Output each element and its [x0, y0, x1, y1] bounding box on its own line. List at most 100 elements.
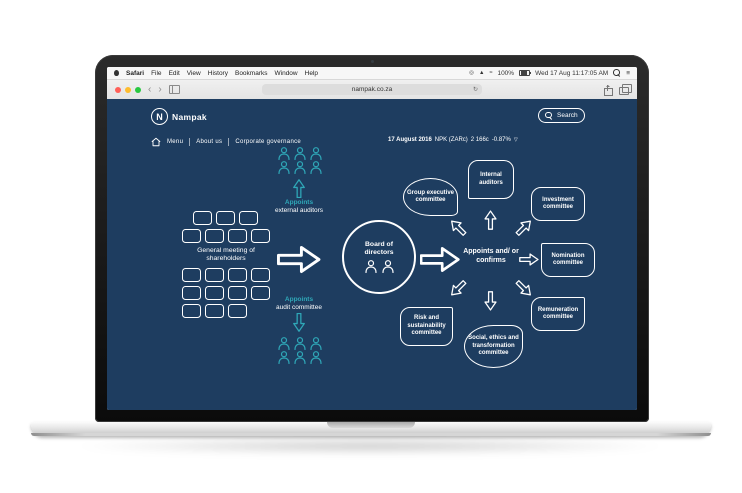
- notification-center-icon[interactable]: ≡: [626, 69, 630, 77]
- ticker-change: -0.87%: [491, 137, 511, 143]
- nav-item-about-us[interactable]: About us: [196, 139, 223, 145]
- nampak-logo-wordmark: Nampak: [172, 111, 207, 122]
- menubar-item-edit[interactable]: Edit: [168, 69, 180, 77]
- menubar-item-window[interactable]: Window: [274, 69, 298, 77]
- person-icon: [278, 337, 290, 350]
- status-icon-1[interactable]: ◎: [469, 70, 474, 76]
- spotlight-icon[interactable]: [613, 69, 621, 77]
- laptop-bezel: Safari File Edit View History Bookmarks …: [95, 55, 649, 422]
- browser-toolbar: ‹ › nampak.co.za ↻: [107, 80, 637, 100]
- ticker-price: 2 166c: [470, 137, 489, 143]
- shareholder-square: [251, 285, 270, 300]
- committee-internal-auditors: Internal auditors: [468, 160, 514, 199]
- shareholder-square: [216, 211, 235, 225]
- arrow-to-group-executive-icon: [446, 216, 469, 239]
- sidebar-toggle-icon[interactable]: [168, 85, 180, 94]
- search-label: Search: [557, 112, 578, 119]
- shareholder-square: [251, 229, 270, 243]
- share-price-ticker: 17 August 2016 NPK (ZARc) 2 166c -0.87% …: [388, 137, 518, 143]
- appoints-lead: Appoints: [284, 199, 314, 206]
- appoints-up-arrow-icon: [292, 179, 306, 198]
- committee-nomination: Nomination committee: [541, 243, 595, 277]
- menubar-clock[interactable]: Wed 17 Aug 11:17:05 AM: [535, 69, 609, 77]
- board-to-appoints-arrow-icon: [420, 246, 460, 273]
- arrow-to-nomination-icon: [519, 253, 539, 266]
- person-icon: [278, 147, 290, 160]
- laptop-screen: Safari File Edit View History Bookmarks …: [107, 67, 637, 410]
- person-icon: [294, 337, 306, 350]
- minimize-window-button[interactable]: [125, 86, 131, 93]
- person-icon: [310, 147, 322, 160]
- shareholder-square: [182, 285, 201, 300]
- refresh-icon[interactable]: ↻: [472, 86, 478, 93]
- status-icon-2[interactable]: ▲: [478, 70, 485, 76]
- home-icon[interactable]: [151, 137, 161, 147]
- appoints-audit-committee-label: Appoints audit committee: [254, 296, 344, 312]
- search-icon: [545, 111, 553, 120]
- appoints-and-or-confirms-label: Appoints and/ or confirms: [463, 248, 519, 265]
- appoints-down-arrow-icon: [292, 313, 306, 332]
- arrow-to-remuneration-icon: [512, 277, 535, 300]
- site-nav: Menu About us Corporate governance: [151, 137, 301, 147]
- menubar-item-help[interactable]: Help: [304, 69, 318, 77]
- laptop-base-edge: [31, 433, 711, 436]
- board-label: Board of directors: [364, 240, 394, 256]
- search-button[interactable]: Search: [538, 108, 585, 123]
- menubar-item-file[interactable]: File: [151, 69, 162, 77]
- webpage-content: N Nampak Menu About us Corporate governa…: [107, 99, 637, 410]
- person-icon: [278, 351, 290, 364]
- committee-social-ethics-transformation: Social, ethics and transformation commit…: [464, 325, 523, 368]
- menubar-item-safari[interactable]: Safari: [126, 69, 145, 77]
- status-icon-3[interactable]: ≈: [489, 70, 493, 76]
- nampak-logo-mark: N: [151, 108, 168, 125]
- audit-committee-icons: [278, 337, 322, 364]
- laptop-shadow: [70, 438, 670, 454]
- forward-button[interactable]: ›: [158, 83, 162, 95]
- appoints-rest: audit committee: [276, 303, 322, 311]
- nav-separator: [228, 138, 230, 146]
- close-window-button[interactable]: [115, 86, 121, 93]
- ticker-date: 17 August 2016: [388, 137, 432, 143]
- appoints-lead: Appoints: [284, 296, 314, 303]
- person-icon: [294, 351, 306, 364]
- tab-overview-icon[interactable]: [619, 84, 632, 96]
- nav-item-corporate-governance[interactable]: Corporate governance: [235, 139, 302, 145]
- person-icon: [310, 351, 322, 364]
- shareholder-square: [182, 303, 201, 318]
- shareholders-to-board-arrow-icon: [277, 245, 321, 274]
- shareholder-square: [193, 211, 212, 225]
- shareholder-square: [205, 303, 224, 318]
- menubar-item-view[interactable]: View: [186, 69, 201, 77]
- arrow-to-risk-icon: [446, 277, 469, 300]
- shareholder-square: [205, 285, 224, 300]
- webcam-dot: [370, 60, 374, 63]
- battery-icon[interactable]: [519, 69, 532, 77]
- board-of-directors-node: Board of directors: [342, 220, 416, 294]
- nampak-logo[interactable]: N Nampak: [151, 108, 207, 125]
- macos-menubar: Safari File Edit View History Bookmarks …: [107, 67, 637, 80]
- shareholder-square: [251, 267, 270, 282]
- shareholder-square: [228, 303, 247, 318]
- arrow-to-social-ethics-icon: [484, 291, 497, 311]
- back-button[interactable]: ‹: [148, 83, 152, 95]
- shareholder-square: [182, 229, 201, 243]
- shareholder-square: [205, 229, 224, 243]
- person-icon: [310, 161, 322, 174]
- arrow-to-investment-icon: [512, 216, 535, 239]
- committee-remuneration: Remuneration committee: [531, 297, 585, 331]
- apple-icon[interactable]: [114, 70, 119, 76]
- share-icon[interactable]: [604, 85, 613, 96]
- ticker-down-triangle-icon: ▽: [513, 137, 518, 143]
- committee-investment: Investment committee: [531, 187, 585, 221]
- appoints-external-auditors-label: Appoints external auditors: [254, 199, 344, 215]
- nav-item-menu[interactable]: Menu: [167, 139, 184, 145]
- address-bar[interactable]: nampak.co.za ↻: [262, 83, 482, 95]
- shareholder-square: [182, 267, 201, 282]
- menubar-item-bookmarks[interactable]: Bookmarks: [234, 69, 268, 77]
- menubar-item-history[interactable]: History: [207, 69, 228, 77]
- shareholder-square: [228, 285, 247, 300]
- address-url: nampak.co.za: [351, 85, 393, 93]
- ticker-symbol: NPK (ZARc): [434, 137, 468, 143]
- battery-percentage: 100%: [497, 69, 515, 77]
- zoom-window-button[interactable]: [135, 86, 141, 93]
